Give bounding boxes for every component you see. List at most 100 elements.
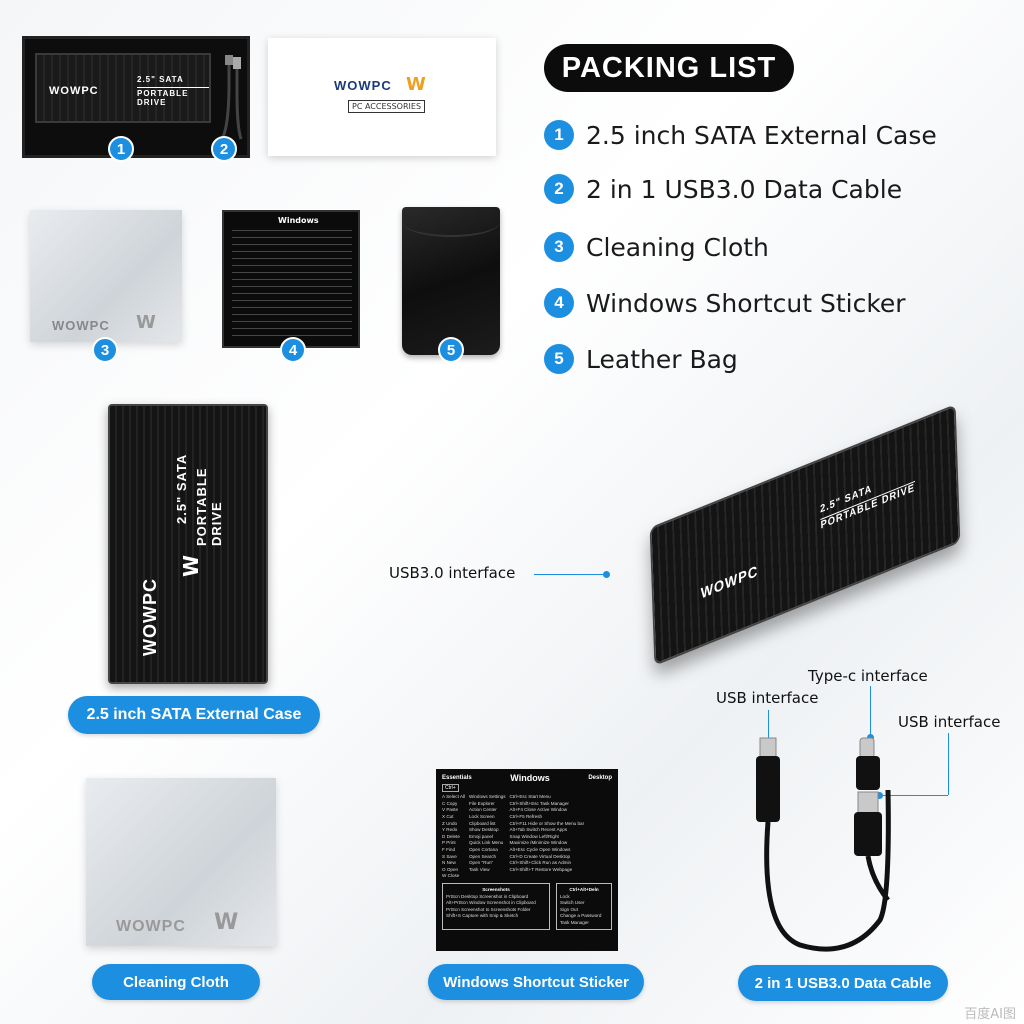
sticker-row: Switch User (560, 900, 585, 906)
cloth-thumbnail: WOWPC W (30, 210, 182, 342)
cloth-thumb-logo: WOWPC (52, 318, 110, 333)
cloth-photo: WOWPC W (86, 778, 276, 946)
sticker-row: Task View (468, 866, 490, 872)
sticker-thumbnail: Windows (222, 210, 360, 348)
sticker-row: Ctrl+F5 Refresh (509, 813, 543, 819)
sticker-thumb-lines (232, 230, 352, 342)
packing-list-number: 2 (544, 174, 574, 204)
drive-thumb-label-top: 2.5" SATA (137, 75, 184, 84)
sticker-header: Essentials Windows Desktop (442, 773, 612, 783)
leather-bag-flap (402, 207, 500, 237)
sticker-row: Quick Link Menu (468, 840, 504, 846)
sticker-row: V Paste (442, 807, 459, 813)
sticker-row: W Close (442, 873, 460, 879)
packing-list-number: 3 (544, 232, 574, 262)
retail-box-photo: WOWPC W PC ACCESSORIES (268, 38, 496, 156)
caption-sticker: Windows Shortcut Sticker (428, 964, 644, 1000)
callout-usb-right-dot (876, 792, 883, 799)
retail-box-logo-mark-icon: W (406, 74, 426, 95)
sticker-row: Open Cortana (468, 846, 498, 852)
sticker-col-3: Ctrl+Esc Start Menu Ctrl+Shift+Esc Task … (510, 794, 585, 880)
callout-typec: Type-c interface (808, 667, 928, 685)
sticker-row: Open Search (468, 853, 497, 859)
sticker-bottom: Screenshots PrtScn Desktop Screenshot in… (442, 882, 612, 931)
sticker-row: Ctrl+Shift+T Restore Webpage (509, 866, 573, 872)
sticker-row: Open "Run" (468, 860, 494, 866)
callout-usb30-dot (603, 571, 610, 578)
sticker-row: Emoji panel (468, 833, 493, 839)
sticker-row: Clipboard list (468, 820, 496, 826)
retail-box-logo: WOWPC (334, 78, 392, 93)
sticker-row: Action Center (468, 807, 497, 813)
angled-drive-logo: WOWPC (700, 561, 759, 602)
cloth-thumb-logo-mark-icon: W (136, 312, 156, 333)
sticker-rows: A Select All C Copy V Paste X Cut Z Undo… (442, 794, 612, 880)
packing-list-label: Cleaning Cloth (586, 232, 769, 262)
sticker-row: Ctrl+Esc Start Menu (509, 794, 551, 800)
caption-cloth: Cleaning Cloth (92, 964, 260, 1000)
callout-usb30-line (534, 574, 606, 575)
sticker-row: Shift+S Capture with Snip & Sketch (446, 913, 519, 919)
sticker-row: Maximize /Minimize Window (509, 840, 568, 846)
leather-bag-photo (402, 207, 500, 355)
sticker-row: Ctrl+F11 Hide or Show the Menu bar (509, 820, 585, 826)
sticker-row: File Explorer (468, 800, 495, 806)
sticker-row: X Cut (442, 813, 454, 819)
sticker-desktop: Desktop (588, 775, 612, 781)
sticker-row: Show Desktop (468, 827, 499, 833)
retail-box-accessories-label: PC ACCESSORIES (348, 100, 426, 113)
caption-cable: 2 in 1 USB3.0 Data Cable (738, 965, 948, 1001)
sticker-col-1: A Select All C Copy V Paste X Cut Z Undo… (442, 794, 465, 880)
sticker-row: Alt+F4 Close Active Window (509, 807, 568, 813)
callout-usb-right: USB interface (898, 713, 1001, 731)
sticker-screenshots-box: Screenshots PrtScn Desktop Screenshot in… (442, 882, 550, 931)
sticker-row: Ctrl+Shift+Esc Task Manager (509, 800, 569, 806)
callout-usb-right-line-h (880, 795, 948, 796)
sticker-row: Change a Password (560, 913, 602, 919)
packing-list-item: 4 Windows Shortcut Sticker (544, 286, 906, 320)
sticker-cad-title: Ctrl+Alt+Deln (569, 886, 599, 892)
sticker-row: Ctrl+D Create Virtual Desktop (509, 853, 571, 859)
sticker-col-2: Windows Settings File Explorer Action Ce… (469, 794, 506, 880)
sticker-row: S Save (442, 853, 457, 859)
packing-list-label: Leather Bag (586, 344, 738, 374)
sticker-essentials: Essentials (442, 775, 472, 781)
sticker-row: Sign Out (560, 906, 578, 912)
sticker-row: D Delete (442, 833, 460, 839)
drive-thumb-label-bottom: PORTABLE DRIVE (137, 87, 209, 107)
sticker-row: Task Manager (560, 919, 589, 925)
sticker-title: Windows (510, 773, 550, 783)
vertical-drive-label-top: 2.5" SATA (174, 453, 189, 524)
callout-usb30: USB3.0 interface (389, 564, 516, 582)
sticker-row: PrtScn Screenshot to Screenshots Folder (446, 906, 531, 912)
packing-list-number: 5 (544, 344, 574, 374)
watermark: 百度AI图 (964, 1007, 1016, 1022)
sticker-ctrl-key: Ctrl+ (442, 783, 459, 793)
callout-usb-right-line-v (948, 733, 949, 795)
sticker-row: Snap Window Left/Right (509, 833, 559, 839)
packing-list-number: 4 (544, 288, 574, 318)
sticker-row: Ctrl+Shift+Click Run as Admin (509, 860, 572, 866)
sticker-row: Alt+Tab Switch Recent Apps (509, 827, 568, 833)
packing-list-number: 1 (544, 120, 574, 150)
packing-list-title: PACKING LIST (544, 44, 794, 92)
badge-3: 3 (92, 337, 118, 363)
sticker-row: C Copy (442, 800, 458, 806)
packing-list-label: 2 in 1 USB3.0 Data Cable (586, 174, 903, 204)
drive-thumb-logo: WOWPC (49, 85, 99, 97)
sticker-row: Lock Screen (468, 813, 495, 819)
sticker-cad-box: Ctrl+Alt+Deln Lock Switch User Sign Out … (556, 882, 612, 931)
callout-usb-left-line (768, 710, 769, 740)
badge-5: 5 (438, 337, 464, 363)
badge-2: 2 (211, 136, 237, 162)
usb-cable-thumbnail (221, 55, 243, 140)
sticker-row: PrtScn Desktop Screenshot in Clipboard (446, 893, 529, 899)
sticker-row: N New (442, 860, 456, 866)
packing-list-label: Windows Shortcut Sticker (586, 288, 906, 318)
vertical-drive-logo: WOWPC (140, 578, 160, 656)
badge-4: 4 (280, 337, 306, 363)
badge-1: 1 (108, 136, 134, 162)
vertical-drive-label-bottom: PORTABLE DRIVE (194, 467, 224, 546)
packing-list-item: 3 Cleaning Cloth (544, 230, 769, 264)
packing-list-label: 2.5 inch SATA External Case (586, 120, 937, 150)
